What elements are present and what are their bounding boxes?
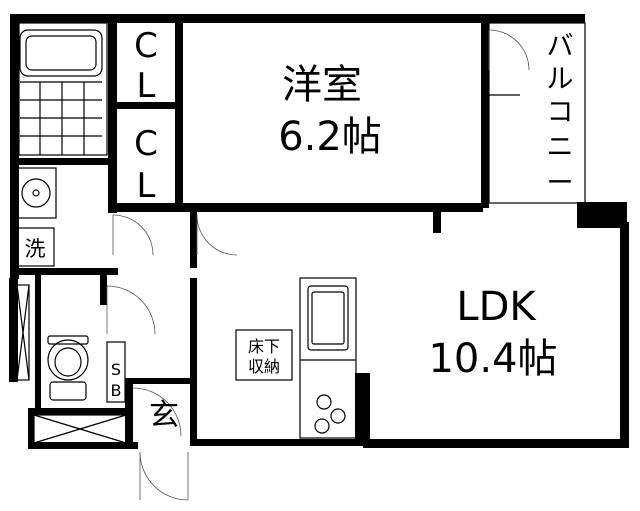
- ldk-size: 10.4帖: [428, 336, 557, 382]
- balcony-char-3: コ: [547, 97, 574, 128]
- door-swings: [106, 29, 530, 501]
- entrance-label: 玄: [149, 398, 179, 433]
- balcony-char-1: バ: [547, 31, 574, 62]
- walls: [9, 14, 629, 449]
- interior-lines: [15, 22, 627, 444]
- western-room-name: 洋室: [282, 62, 362, 108]
- balcony-char-5: ー: [547, 168, 574, 199]
- closet-top-l: L: [137, 66, 156, 106]
- closet-bottom-c: C: [134, 124, 158, 164]
- floor-storage-line1: 床下: [248, 337, 280, 356]
- balcony-char-4: ニ: [547, 132, 574, 163]
- shoebox-b: B: [111, 381, 122, 400]
- washer-label: 洗: [25, 237, 46, 261]
- balcony-char-2: ル: [547, 64, 574, 95]
- shoebox-s: S: [111, 360, 121, 379]
- western-room-size: 6.2帖: [278, 114, 382, 160]
- room-labels: 洋室 6.2帖 LDK 10.4帖 C L C L 洗 S B 玄 床下 収納 …: [25, 26, 574, 433]
- ldk-name: LDK: [456, 284, 537, 330]
- floor-storage-line2: 収納: [248, 357, 280, 376]
- closet-top-c: C: [134, 26, 158, 66]
- closet-bottom-l: L: [137, 166, 156, 206]
